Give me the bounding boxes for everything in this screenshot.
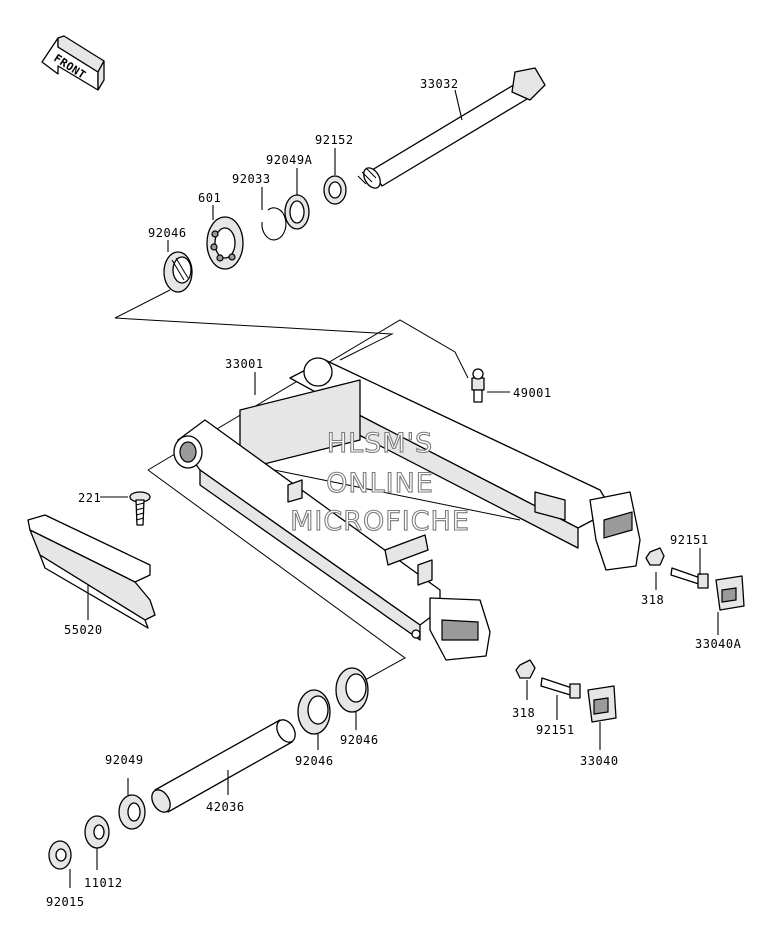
label-318-right: 318 bbox=[641, 593, 664, 607]
label-33001: 33001 bbox=[225, 357, 264, 371]
label-92046-top: 92046 bbox=[148, 226, 187, 240]
label-33032: 33032 bbox=[420, 77, 459, 91]
label-55020: 55020 bbox=[64, 623, 103, 637]
watermark-line3: MICROFICHE bbox=[290, 506, 470, 537]
label-92046-mid-left: 92046 bbox=[295, 754, 334, 768]
label-92033: 92033 bbox=[232, 172, 271, 186]
label-92151-right: 92151 bbox=[670, 533, 709, 547]
label-92049: 92049 bbox=[105, 753, 144, 767]
label-92152: 92152 bbox=[315, 133, 354, 147]
leader-lines bbox=[69, 89, 719, 888]
adjuster-bottom bbox=[515, 659, 617, 723]
adjuster-right bbox=[645, 547, 745, 611]
watermark-line1: HLSM'S bbox=[327, 428, 433, 459]
label-42036: 42036 bbox=[206, 800, 245, 814]
label-92049A: 92049A bbox=[266, 153, 313, 167]
label-92046-mid-right: 92046 bbox=[340, 733, 379, 747]
bearing-stack-top bbox=[163, 175, 347, 293]
part-labels: 33032 92152 92049A 92033 601 92046 33001… bbox=[46, 77, 742, 909]
screw-221 bbox=[129, 491, 151, 526]
watermark-line2: ONLINE bbox=[326, 468, 434, 499]
bearing-stack-bottom bbox=[48, 667, 369, 870]
label-33040: 33040 bbox=[580, 754, 619, 768]
chain-guide-55020 bbox=[27, 514, 156, 629]
label-92151-bottom: 92151 bbox=[536, 723, 575, 737]
watermark: HLSM'S ONLINE MICROFICHE bbox=[290, 427, 470, 537]
grease-nipple-49001 bbox=[471, 368, 485, 403]
label-601: 601 bbox=[198, 191, 221, 205]
label-221: 221 bbox=[78, 491, 101, 505]
label-11012: 11012 bbox=[84, 876, 123, 890]
label-92015: 92015 bbox=[46, 895, 85, 909]
label-33040A: 33040A bbox=[695, 637, 742, 651]
pivot-shaft-33032 bbox=[357, 67, 546, 189]
swingarm-33001 bbox=[173, 357, 641, 661]
front-arrow: FRONT bbox=[41, 35, 105, 91]
label-49001: 49001 bbox=[513, 386, 552, 400]
label-318-bottom: 318 bbox=[512, 706, 535, 720]
